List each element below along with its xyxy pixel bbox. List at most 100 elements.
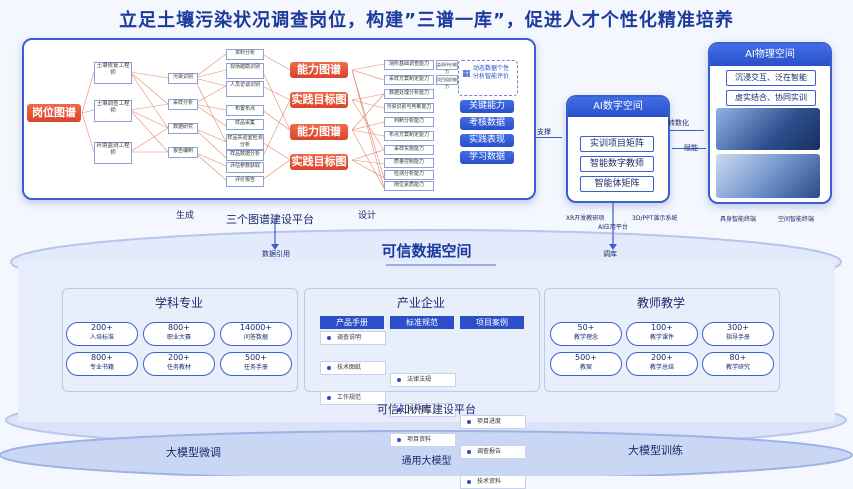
ai-digital-item[interactable]: 实训项目矩阵 xyxy=(580,136,654,152)
metric-practice[interactable]: 实践表现 xyxy=(460,134,514,147)
subject-item[interactable]: 800+专业书籍 xyxy=(66,352,138,376)
digitize-arrow xyxy=(670,130,704,131)
item-value: 14000+ xyxy=(239,323,273,332)
ability-item[interactable]: 判断分析能力 xyxy=(384,117,434,127)
industry-column-item[interactable]: 项目进度 xyxy=(460,415,526,429)
job-category[interactable]: 土壤修复工程师 xyxy=(94,62,132,84)
subject-item[interactable]: 14000+问答数据 xyxy=(220,322,292,346)
task-detail[interactable]: 现场踏勘识别 xyxy=(226,63,264,79)
industry-column-item[interactable]: 技术规范 xyxy=(390,403,456,417)
ability-item[interactable]: 项目组织能力 xyxy=(436,75,458,89)
page-title: 立足土壤污染状况调查岗位，构建”三谱一库”，促进人才个性化精准培养 xyxy=(119,10,734,31)
task-node[interactable]: 数据研究 xyxy=(168,123,198,134)
ability-item[interactable]: 采样方案制定能力 xyxy=(384,75,434,85)
task-node[interactable]: 污染识别 xyxy=(168,73,198,84)
task-detail[interactable]: 样品数据分析 xyxy=(226,150,264,161)
industry-column-item[interactable]: 工作规范 xyxy=(320,391,386,405)
task-detail[interactable]: 评价报告 xyxy=(226,176,264,187)
task-node[interactable]: 报告编制 xyxy=(168,147,198,158)
title-underline xyxy=(386,264,496,266)
teacher-item[interactable]: 200+教学总结 xyxy=(626,352,698,376)
teacher-title: 教师教学 xyxy=(636,296,685,310)
item-label: 指导手册 xyxy=(725,334,750,341)
ability-item[interactable]: 监测评价能力 xyxy=(436,60,458,74)
subject-item[interactable]: 200+ 任务教材 xyxy=(143,352,215,376)
industry-column-item[interactable]: 技术图纸 xyxy=(320,361,386,375)
subject-title: 学科专业 xyxy=(154,296,203,310)
task-detail[interactable]: 人员访谈识别 xyxy=(226,81,264,97)
ai-physical-title: AI物理空间 xyxy=(710,44,830,66)
task-detail[interactable]: 布置布点 xyxy=(226,105,264,116)
ability-item[interactable]: 检测分析能力 xyxy=(384,170,434,180)
item-label: 专业书籍 xyxy=(89,364,114,371)
item-value: 200+ xyxy=(168,353,190,362)
industry-column-item[interactable]: 项目资料 xyxy=(390,433,456,447)
job-category[interactable]: 土壤调查工程师 xyxy=(94,100,132,122)
ai-physical-item[interactable]: 虚实结合、协同实训 xyxy=(726,90,816,106)
subject-item[interactable]: 500+任务手册 xyxy=(220,352,292,376)
item-label: 任务教材 xyxy=(166,364,191,371)
teacher-item[interactable]: 300+ 指导手册 xyxy=(702,322,774,346)
teacher-item[interactable]: 80+教学研究 xyxy=(702,352,774,376)
ai-digital-item[interactable]: 智能数字教师 xyxy=(580,156,654,172)
ability-item[interactable]: 布点方案制定能力 xyxy=(384,131,434,141)
analysis-box: 动态数据个性分析智能评价 ▦ xyxy=(458,60,518,96)
ability-map-node[interactable]: 能力图谱 xyxy=(290,124,348,140)
task-node[interactable]: 采样分析 xyxy=(168,99,198,110)
item-value: 200+ xyxy=(91,323,113,332)
ai-digital-title: AI数字空间 xyxy=(568,97,668,117)
item-value: 100+ xyxy=(651,323,673,332)
item-label: 教案 xyxy=(579,364,592,371)
industry-column-item[interactable]: 法律法规 xyxy=(390,373,456,387)
support-label: 支撑 xyxy=(537,128,551,136)
industry-column-item[interactable]: 调查报告 xyxy=(460,445,526,459)
analysis-label: 动态数据个性分析智能评价 xyxy=(472,65,509,80)
task-detail[interactable]: 样品实验室检测分析 xyxy=(226,134,264,150)
industry-column-head: 标准规范 xyxy=(390,316,454,329)
model-fine-tune-label: 大模型微调 xyxy=(166,446,221,459)
metric-key-ability[interactable]: 关键能力 xyxy=(460,100,514,113)
item-label: 教学课件 xyxy=(649,334,674,341)
ability-item[interactable]: 场所基础调查能力 xyxy=(384,60,434,70)
industry-column-item[interactable]: 调查说明 xyxy=(320,331,386,345)
industry-column-item[interactable]: 技术资料 xyxy=(460,475,526,489)
subject-item[interactable]: 200+人培标准 xyxy=(66,322,138,346)
ability-item[interactable]: 岗位素质能力 xyxy=(384,181,434,191)
job-map-node[interactable]: 岗位图谱 xyxy=(27,104,81,122)
teacher-item[interactable]: 500+ 教案 xyxy=(550,352,622,376)
job-category[interactable]: 环境监测工程师 xyxy=(94,142,132,164)
ability-item[interactable]: 污染识别与判断能力 xyxy=(384,103,434,113)
data-icon: ▦ xyxy=(462,69,471,79)
practice-map-node[interactable]: 实践目标图谱 xyxy=(290,154,348,184)
network-lines xyxy=(81,53,385,189)
teacher-item[interactable]: 100+ 教学课件 xyxy=(626,322,698,346)
industry-column-head: 项目案例 xyxy=(460,316,524,329)
item-label: 任务手册 xyxy=(243,364,268,371)
ai-physical-item[interactable]: 沉浸交互、泛在智能 xyxy=(726,70,816,86)
metric-exam-data[interactable]: 考核数据 xyxy=(460,117,514,130)
ability-item[interactable]: 采样实施能力 xyxy=(384,145,434,155)
item-value: 500+ xyxy=(575,353,597,362)
classroom-photo xyxy=(716,154,820,198)
item-value: 300+ xyxy=(727,323,749,332)
industry-column-head: 产品手册 xyxy=(320,316,384,329)
robot-lab-photo xyxy=(716,108,820,150)
item-value: 50+ xyxy=(577,323,595,332)
metric-learning-data[interactable]: 学习数据 xyxy=(460,151,514,164)
task-detail[interactable]: 样品采集 xyxy=(226,119,264,130)
teacher-item[interactable]: 50+教学理念 xyxy=(550,322,622,346)
industry-title: 产业企业 xyxy=(396,296,445,310)
ability-item[interactable]: 数据处理分析能力 xyxy=(384,89,434,99)
generate-label: 生成 xyxy=(176,211,195,221)
ability-item[interactable]: 质量控制能力 xyxy=(384,158,434,168)
ai-digital-item[interactable]: 智能体矩阵 xyxy=(580,176,654,192)
model-training-label: 大模型训练 xyxy=(628,444,683,457)
ability-map-node[interactable]: 能力图谱 xyxy=(290,62,348,78)
task-detail[interactable]: 评估参数获取 xyxy=(226,162,264,173)
task-detail[interactable]: 资料分析 xyxy=(226,49,264,60)
practice-map-node[interactable]: 实践目标图谱 xyxy=(290,92,348,122)
three-maps-platform-label: 三个图谱建设平台 xyxy=(226,213,314,226)
item-label: 职业大赛 xyxy=(166,334,191,341)
subject-item[interactable]: 800+职业大赛 xyxy=(143,322,215,346)
empower-arrow xyxy=(672,148,706,149)
